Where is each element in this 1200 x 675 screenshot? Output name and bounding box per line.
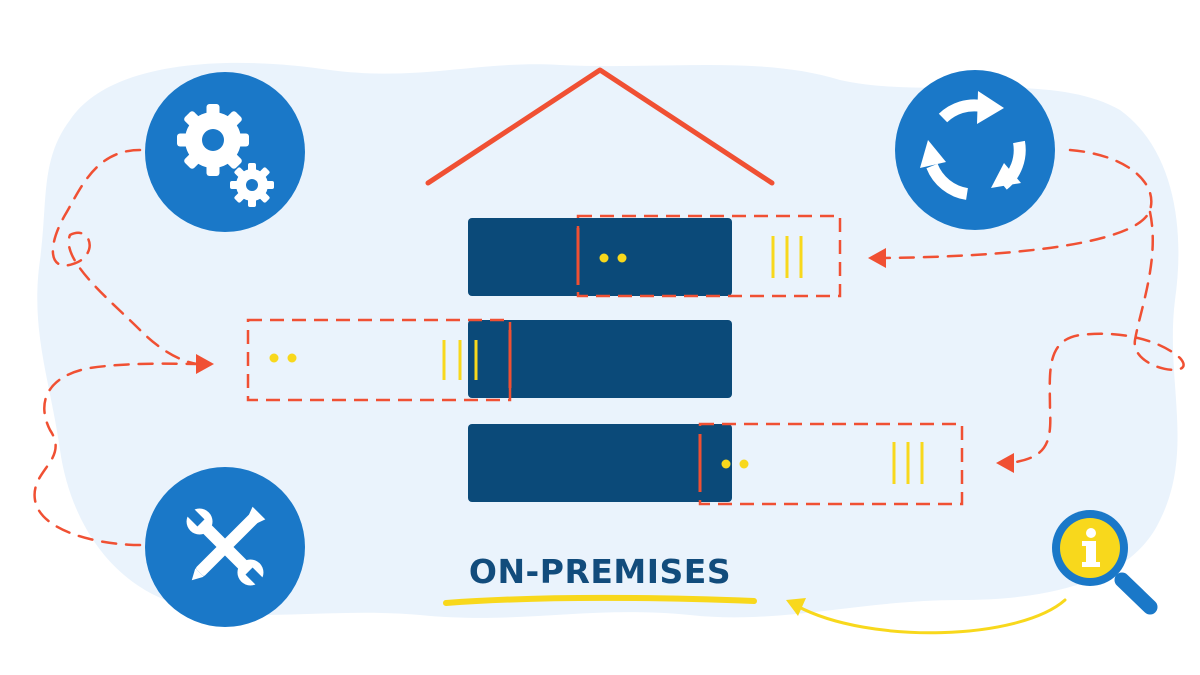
vent-lines xyxy=(892,442,924,484)
tools-icon xyxy=(145,467,305,627)
caption-underline xyxy=(443,594,757,606)
drawer-bottom xyxy=(698,422,964,506)
status-led xyxy=(599,253,609,263)
connector-paths xyxy=(33,148,1185,547)
caption-on-premises: ON-PREMISES xyxy=(468,552,732,591)
arrowhead-caption xyxy=(786,598,806,616)
refresh-icon xyxy=(895,70,1055,230)
path-refresh-to-top-server xyxy=(883,148,1153,260)
server-unit-middle xyxy=(468,320,732,398)
drawer-middle xyxy=(246,318,512,402)
status-led xyxy=(721,459,731,469)
gears-icon xyxy=(145,72,305,232)
path-info-to-caption xyxy=(795,598,1067,635)
path-gears-to-middle-server xyxy=(51,148,199,366)
vent-lines xyxy=(771,236,803,278)
info-search-icon xyxy=(1052,510,1158,615)
vent-lines xyxy=(442,340,478,380)
path-tools-to-middle-server xyxy=(33,362,199,547)
arrowhead-middle-server xyxy=(196,354,214,374)
status-led xyxy=(617,253,627,263)
arrowhead-top-server xyxy=(868,248,886,268)
status-led xyxy=(287,353,297,363)
roof-line xyxy=(425,67,775,186)
drawer-top xyxy=(576,214,842,298)
server-stack xyxy=(468,218,732,502)
status-led xyxy=(739,459,749,469)
arrowhead-bottom-server xyxy=(996,453,1014,473)
status-led xyxy=(269,353,279,363)
server-unit-bottom xyxy=(468,424,732,502)
